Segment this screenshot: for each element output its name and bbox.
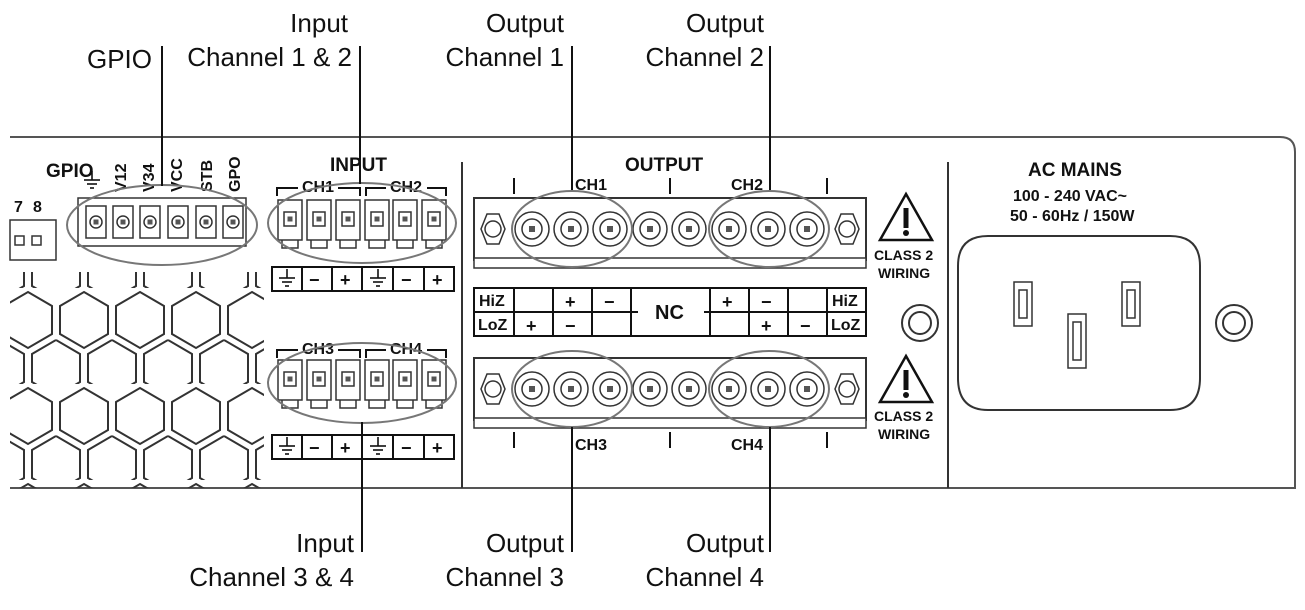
svg-text:+: + [432, 270, 443, 290]
nc-label: NC [655, 302, 684, 324]
gpio-title: GPIO [46, 161, 94, 182]
warning-icon [878, 192, 934, 242]
callout-gpio: GPIO [87, 44, 152, 74]
svg-text:−: − [401, 270, 412, 290]
input-connector-ch34[interactable] [277, 359, 447, 409]
ac-voltage: 100 - 240 VAC~ [1013, 188, 1127, 205]
svg-text:+: + [761, 316, 772, 336]
svg-text:−: − [604, 292, 615, 312]
svg-text:−: − [401, 438, 412, 458]
ac-mains-section: AC MAINS 100 - 240 VAC~ 50 - 60Hz / 150W [957, 160, 1253, 411]
svg-text:−: − [565, 316, 576, 336]
hiz-label-right: HiZ [832, 293, 858, 310]
hiz-label-left: HiZ [479, 293, 505, 310]
input-ch4-label: CH4 [390, 341, 422, 358]
callout-input-34-line1: Input [296, 528, 355, 558]
gpio-pin-label: V12 [113, 163, 130, 192]
svg-text:−: − [761, 292, 772, 312]
callout-output-1-line2: Channel 1 [445, 42, 564, 72]
wiring-label: WIRING [878, 426, 930, 442]
callout-output-1-line1: Output [486, 8, 565, 38]
output-section: OUTPUT CH1 CH2 [473, 155, 939, 454]
svg-text:+: + [340, 438, 351, 458]
input-title: INPUT [330, 155, 387, 176]
output-ch1-label: CH1 [575, 177, 607, 194]
callout-output-4-line2: Channel 4 [645, 562, 764, 592]
gpio-pin-label: VCC [169, 158, 186, 192]
chassis-screw [1215, 304, 1253, 342]
chassis-screw [901, 304, 939, 342]
class2-label: CLASS 2 [874, 408, 933, 424]
output-ch4-label: CH4 [731, 437, 763, 454]
chassis [10, 136, 1296, 489]
impedance-table: HiZ LoZ HiZ LoZ + − + − NC + − + − [473, 287, 867, 337]
callout-leaders [161, 46, 771, 552]
callout-output-4-line1: Output [686, 528, 765, 558]
svg-text:+: + [526, 316, 537, 336]
svg-text:+: + [565, 292, 576, 312]
loz-label-left: LoZ [478, 317, 508, 334]
loz-label-right: LoZ [831, 317, 861, 334]
svg-text:+: + [340, 270, 351, 290]
input-ch3-label: CH3 [302, 341, 334, 358]
callout-output-3-line2: Channel 3 [445, 562, 564, 592]
callout-output-2-line1: Output [686, 8, 765, 38]
vent-grille [10, 272, 264, 488]
svg-text:+: + [432, 438, 443, 458]
gpio-pin-label: GPO [227, 156, 244, 192]
callout-input-12-line1: Input [290, 8, 349, 38]
ac-mains-title: AC MAINS [1028, 160, 1122, 181]
callout-output-3-line1: Output [486, 528, 565, 558]
svg-text:−: − [309, 270, 320, 290]
callout-input-12-line2: Channel 1 & 2 [187, 42, 352, 72]
output-connector-ch12[interactable] [473, 197, 867, 269]
callout-output-2-line2: Channel 2 [645, 42, 764, 72]
ac-frequency: 50 - 60Hz / 150W [1010, 208, 1135, 225]
input-terminal-labels-top: − + − + [271, 266, 455, 292]
output-connector-ch34[interactable] [473, 357, 867, 429]
port-number-8: 8 [33, 199, 42, 216]
gpio-section: GPIO V12 V34 VCC STB GPO [46, 156, 258, 266]
iec-power-inlet[interactable] [957, 235, 1201, 411]
input-section: INPUT CH1 CH2 − + − + [267, 155, 457, 460]
svg-text:+: + [722, 292, 733, 312]
callout-input-34-line2: Channel 3 & 4 [189, 562, 354, 592]
svg-text:−: − [800, 316, 811, 336]
svg-text:−: − [309, 438, 320, 458]
output-ch2-label: CH2 [731, 177, 763, 194]
output-ch3-label: CH3 [575, 437, 607, 454]
input-connector-ch12[interactable] [277, 199, 447, 249]
warning-icon [878, 354, 934, 404]
output-title: OUTPUT [625, 155, 704, 176]
wiring-label: WIRING [878, 265, 930, 281]
class2-label: CLASS 2 [874, 247, 933, 263]
gpio-pin-label: V34 [141, 163, 158, 192]
port-number-7: 7 [14, 199, 23, 216]
gpio-pin-label: STB [199, 160, 216, 192]
callouts: GPIO Input Channel 1 & 2 Output Channel … [87, 8, 765, 592]
left-port-block: 7 8 [9, 199, 57, 261]
